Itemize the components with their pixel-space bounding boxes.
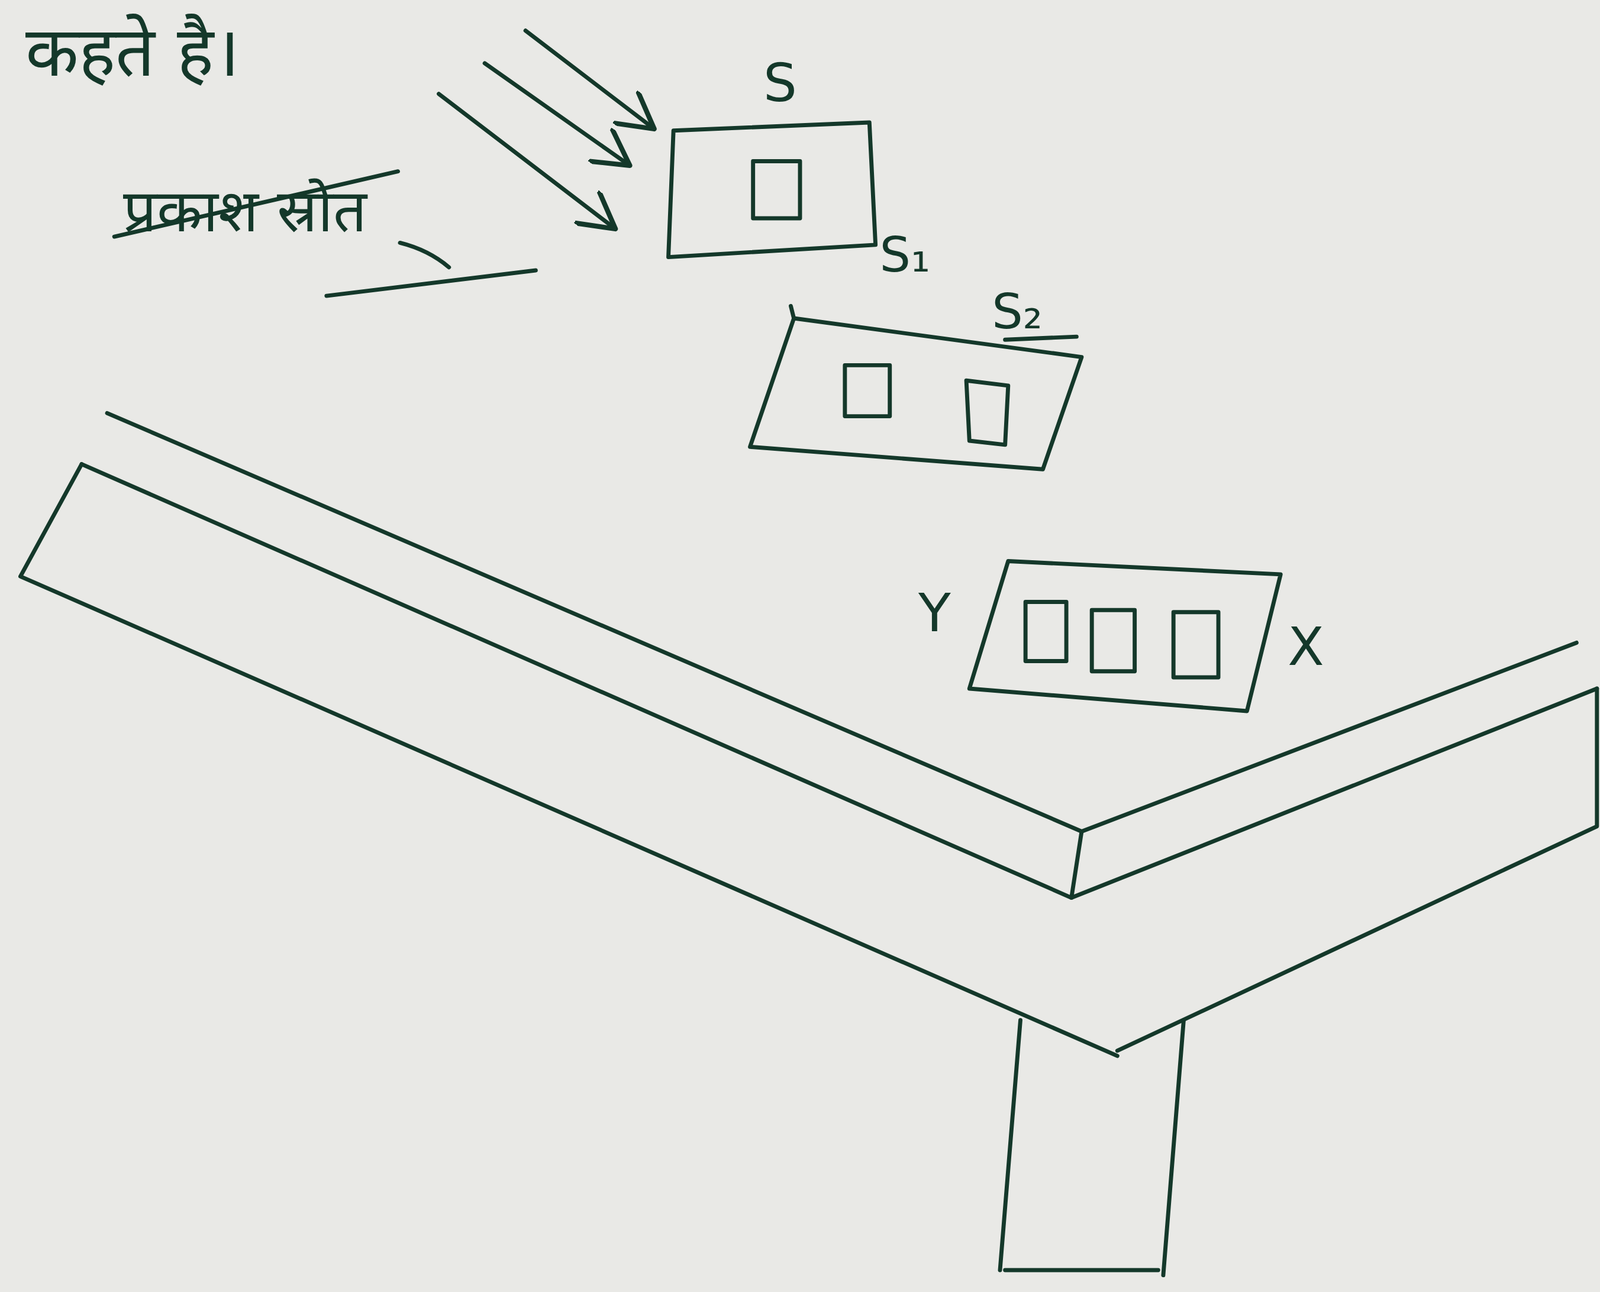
label-text: Y: [918, 583, 951, 645]
label-text: कहते है।: [25, 12, 241, 93]
single-slit-board: [668, 122, 876, 258]
label-text: प्रकाश स्रोत: [112, 168, 378, 255]
optical-bench: [20, 413, 1597, 1276]
label-text: S: [763, 53, 798, 115]
label-text: S₁: [879, 226, 931, 283]
screen: [969, 560, 1281, 712]
label-text: X: [1287, 617, 1324, 679]
label-text: S₂: [991, 283, 1043, 340]
light-rays: [439, 30, 652, 227]
